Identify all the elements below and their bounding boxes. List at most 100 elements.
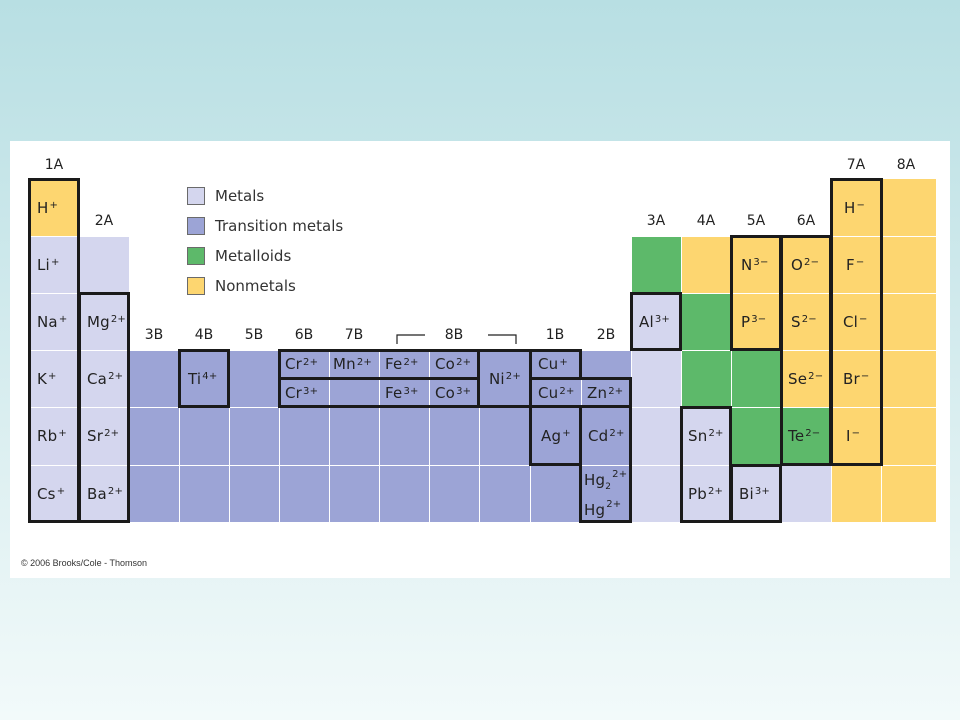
ion-symbol: Br bbox=[843, 369, 860, 388]
ion-symbol: Se bbox=[788, 369, 808, 388]
ion-charge: 2− bbox=[804, 257, 820, 268]
ion-charge: 2+ bbox=[612, 469, 628, 480]
ion-charge: 2+ bbox=[403, 356, 419, 368]
ion-charge: 3+ bbox=[654, 314, 670, 325]
ion-charge: − bbox=[851, 428, 861, 439]
ion-charge: 2+ bbox=[104, 428, 120, 439]
ion-Na: Na+ bbox=[29, 293, 79, 350]
ion-charge: 2+ bbox=[608, 385, 624, 397]
ion-subscript: 2 bbox=[605, 482, 612, 492]
ion-symbol: Na bbox=[37, 312, 58, 331]
ion-symbol: Co bbox=[435, 384, 456, 402]
ion-symbol: H bbox=[37, 198, 49, 217]
ion-F: F− bbox=[831, 236, 881, 293]
group-label-3A: 3A bbox=[646, 213, 666, 229]
ion-charge: 2+ bbox=[609, 428, 625, 439]
group-label-6B: 6B bbox=[294, 327, 314, 343]
ion-symbol: Ag bbox=[541, 426, 562, 445]
ion-Hg22: Hg22+ bbox=[584, 467, 627, 497]
grid-line bbox=[229, 350, 230, 522]
ion-symbol: Li bbox=[37, 255, 50, 274]
ion-symbol: Cr bbox=[285, 384, 303, 402]
group-label-2A: 2A bbox=[94, 213, 114, 229]
grid-line bbox=[881, 179, 882, 522]
ion-symbol: Pb bbox=[688, 484, 707, 503]
group4A-metals bbox=[681, 407, 731, 522]
legend-swatch-nonmetals bbox=[187, 277, 205, 295]
ion-charge: + bbox=[50, 257, 60, 268]
group5A-metal bbox=[731, 465, 781, 522]
ion-charge: 2+ bbox=[110, 314, 127, 325]
grid-line bbox=[29, 465, 936, 466]
ion-Hg2: Hg2+ bbox=[584, 497, 621, 520]
ion-symbol: Cr bbox=[285, 355, 303, 373]
ion-charge: 3+ bbox=[403, 385, 419, 397]
ion-charge: + bbox=[56, 486, 66, 497]
ion-symbol: Hg bbox=[584, 471, 606, 489]
legend-label-nonmetals: Nonmetals bbox=[215, 277, 296, 295]
ion-symbol: Cu bbox=[538, 355, 559, 373]
group-label-7B: 7B bbox=[344, 327, 364, 343]
ion-charge: 2+ bbox=[707, 486, 724, 497]
legend-item-transition-metals: Transition metals bbox=[187, 217, 343, 235]
ion-charge: 3− bbox=[753, 257, 769, 268]
ion-Br: Br− bbox=[831, 350, 881, 407]
periodic-table-panel: 1A 2A 3B 4B 5B 6B 7B 8B 1B 2B 3A 4A 5A 6… bbox=[10, 141, 950, 578]
group6A-nonmetals bbox=[781, 236, 831, 407]
period1-group1-nonmetal bbox=[29, 179, 79, 236]
ion-symbol: Zn bbox=[587, 384, 608, 402]
ion-charge: 4+ bbox=[202, 371, 218, 382]
grid-line bbox=[179, 350, 180, 522]
ion-symbol: Cs bbox=[37, 484, 56, 503]
ion-symbol: Cl bbox=[843, 312, 859, 331]
group2-metals bbox=[79, 236, 129, 522]
grid-line bbox=[479, 350, 480, 522]
grid-line bbox=[379, 350, 380, 522]
group-label-4A: 4A bbox=[696, 213, 716, 229]
ion-symbol: Bi bbox=[739, 484, 754, 503]
ion-charge: − bbox=[855, 257, 865, 268]
ion-symbol: Sr bbox=[87, 426, 104, 445]
ion-charge: 3+ bbox=[456, 385, 472, 397]
group1-metals bbox=[29, 236, 79, 522]
ion-symbol: Ti bbox=[188, 369, 202, 388]
ion-charge: 2+ bbox=[108, 371, 124, 382]
ion-K: K+ bbox=[29, 350, 79, 407]
group-label-5A: 5A bbox=[746, 213, 766, 229]
ion-I: I− bbox=[831, 407, 881, 464]
ion-charge: 2− bbox=[801, 314, 817, 325]
group-label-4B: 4B bbox=[194, 327, 214, 343]
ion-charge: + bbox=[58, 314, 68, 325]
ion-symbol: Hg bbox=[584, 501, 606, 519]
ion-symbol: K bbox=[37, 369, 48, 388]
ion-charge: 2+ bbox=[505, 371, 521, 382]
grid-line bbox=[329, 350, 330, 522]
ion-symbol: Al bbox=[639, 312, 654, 331]
ion-symbol: Rb bbox=[37, 426, 58, 445]
ion-charge: 2+ bbox=[708, 428, 724, 439]
ion-charge: 2− bbox=[808, 371, 824, 382]
ion-charge: 2+ bbox=[559, 385, 575, 397]
legend-label-transition-metals: Transition metals bbox=[215, 217, 344, 235]
copyright-notice: © 2006 Brooks/Cole - Thomson bbox=[21, 558, 148, 568]
ion-symbol: O bbox=[791, 255, 804, 274]
ion-Hg-pair: Hg22+ Hg2+ bbox=[581, 465, 631, 522]
group6A-metalloid bbox=[781, 407, 831, 465]
legend-item-metals: Metals bbox=[187, 187, 264, 205]
legend-label-metals: Metals bbox=[215, 187, 265, 205]
